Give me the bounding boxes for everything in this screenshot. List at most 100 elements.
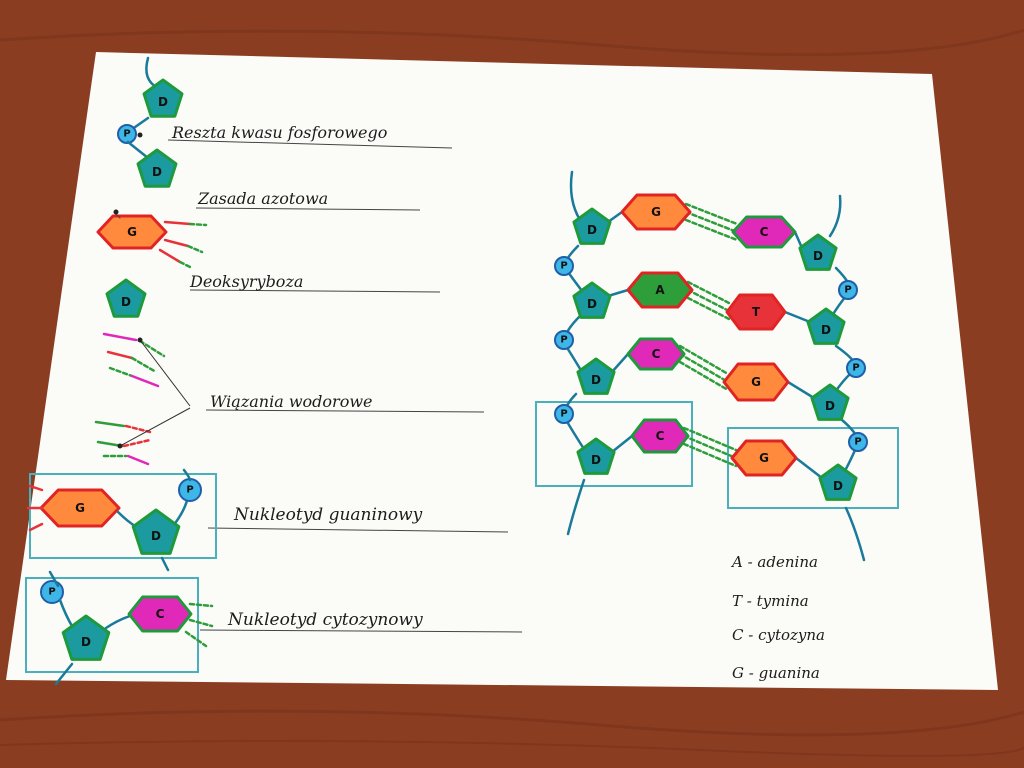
- right-backbone: [844, 506, 866, 562]
- phosphate-letter: P: [852, 363, 859, 374]
- phosphate-circle: P: [554, 404, 574, 424]
- guanine-hexagon-letter: G: [75, 501, 85, 515]
- deoxyribose-letter: D: [81, 635, 91, 649]
- backbone-segment: [126, 140, 150, 160]
- deoxyribose-letter: D: [825, 399, 835, 413]
- left-backbone: [569, 170, 582, 222]
- deoxyribose-pentagon: D: [818, 463, 858, 501]
- deoxyribose-pentagon: D: [105, 278, 147, 318]
- highlight-box-right: [727, 427, 899, 509]
- right-base-cytosine-letter: C: [760, 225, 769, 239]
- right-base-thymine-letter: T: [752, 305, 761, 319]
- paper-sheet: [6, 52, 998, 690]
- deoxyribose-pentagon: D: [131, 508, 181, 555]
- deoxyribose-pentagon: D: [572, 281, 612, 319]
- deoxyribose-pentagon: D: [810, 383, 850, 421]
- backbone-segment: [54, 662, 74, 686]
- deoxyribose-letter: D: [591, 453, 601, 467]
- right-base-thymine: T: [725, 293, 787, 331]
- base-pair-1: G C D D P: [554, 193, 838, 276]
- deoxyribose-letter: D: [591, 373, 601, 387]
- right-base-guanine-letter: G: [751, 375, 761, 389]
- label-base: Zasada azotowa: [197, 189, 328, 208]
- label-cytosine-nucleotide-group: Nukleotyd cytozynowy: [199, 610, 523, 633]
- guanine-nucleotide-box: [29, 473, 217, 559]
- label-line: [199, 629, 523, 633]
- phosphate-circle: P: [178, 478, 202, 502]
- deoxyribose-letter: D: [151, 529, 161, 543]
- phosphate-letter: P: [844, 285, 851, 296]
- legend-cytosine: C - cytozyna: [732, 626, 825, 644]
- highlight-box-left: [535, 401, 693, 487]
- deoxyribose-pentagon: D: [572, 207, 612, 245]
- phosphate-letter: P: [560, 261, 567, 272]
- right-backbone: [828, 194, 842, 238]
- label-sugar: Deoksyryboza: [189, 272, 303, 291]
- deoxyribose-letter: D: [821, 323, 831, 337]
- label-guanine-nucleotide-group: Nukleotyd guaninowy: [207, 505, 509, 533]
- phosphate-letter: P: [560, 335, 567, 346]
- deoxyribose-letter: D: [121, 295, 131, 309]
- deoxyribose-pentagon: D: [798, 233, 838, 271]
- deoxyribose-pentagon: D: [576, 437, 616, 475]
- label-sugar-group: Deoksyryboza: [189, 272, 441, 293]
- hydrogen-bonds-upper: [102, 332, 166, 388]
- guanine-hexagon: G: [39, 488, 121, 528]
- legend: A - adenina T - tymina C - cytozyna G - …: [730, 553, 825, 682]
- phosphate-circle: P: [848, 432, 868, 452]
- cytosine-nucleotide-box: [25, 577, 199, 673]
- backbone-segment: [182, 468, 192, 482]
- deoxyribose-pentagon: D: [806, 307, 846, 345]
- right-base-guanine: G: [722, 362, 790, 402]
- deoxyribose-pentagon: D: [136, 148, 178, 188]
- left-base-cytosine-letter: C: [652, 347, 661, 361]
- deoxyribose-letter: D: [813, 249, 823, 263]
- label-line: [189, 289, 441, 293]
- phosphate-circle: P: [846, 358, 866, 378]
- cytosine-hexagon-letter: C: [156, 607, 165, 621]
- label-phosphate-group: Reszta kwasu fosforowego: [167, 123, 453, 149]
- right-base-guanine-letter: G: [759, 451, 769, 465]
- left-base-guanine: G: [620, 193, 692, 231]
- left-base-adenine-letter: A: [655, 283, 665, 297]
- label-line: [167, 139, 453, 149]
- deoxyribose-pentagon: D: [576, 357, 616, 395]
- label-hbonds-group: Wiązania wodorowe: [205, 392, 485, 413]
- guanine-hexagon: G: [96, 214, 168, 250]
- deoxyribose-letter: D: [587, 223, 597, 237]
- label-line: [205, 409, 485, 413]
- deoxyribose-letter: D: [152, 165, 162, 179]
- left-backbone: [566, 478, 586, 536]
- left-base-guanine-letter: G: [651, 205, 661, 219]
- phosphate-letter: P: [560, 409, 567, 420]
- phosphate-letter: P: [186, 485, 193, 496]
- base-pair-4: C G D D P: [576, 418, 868, 501]
- hbond-pointer-lines: [117, 337, 191, 449]
- phosphate-letter: P: [854, 437, 861, 448]
- deoxyribose-letter: D: [158, 95, 168, 109]
- backbone-segment: [48, 570, 60, 588]
- guanine-hexagon-letter: G: [127, 225, 137, 239]
- legend-adenine: A - adenina: [730, 553, 818, 571]
- base-pair-3: C G D D P P: [554, 337, 866, 424]
- backbone-segment: [58, 598, 74, 628]
- legend-guanine: G - guanina: [732, 664, 820, 682]
- backbone-segment: [104, 614, 132, 630]
- right-base-guanine: G: [730, 439, 798, 477]
- right-base-cytosine: C: [731, 215, 797, 249]
- left-base-adenine: A: [626, 271, 694, 309]
- left-base-cytosine: C: [626, 337, 686, 371]
- phosphate-circle: P: [117, 124, 137, 144]
- label-hbonds: Wiązania wodorowe: [210, 392, 372, 411]
- label-cytosine-nucleotide: Nukleotyd cytozynowy: [227, 610, 423, 630]
- cytosine-hexagon: C: [127, 595, 193, 633]
- phosphate-circle: P: [838, 280, 858, 300]
- left-base-cytosine-letter: C: [656, 429, 665, 443]
- label-line: [195, 207, 421, 211]
- deoxyribose-pentagon: D: [61, 614, 111, 661]
- left-base-cytosine: C: [630, 418, 690, 454]
- base-pair-2: A T D D P P: [554, 271, 858, 350]
- phosphate-circle: P: [554, 256, 574, 276]
